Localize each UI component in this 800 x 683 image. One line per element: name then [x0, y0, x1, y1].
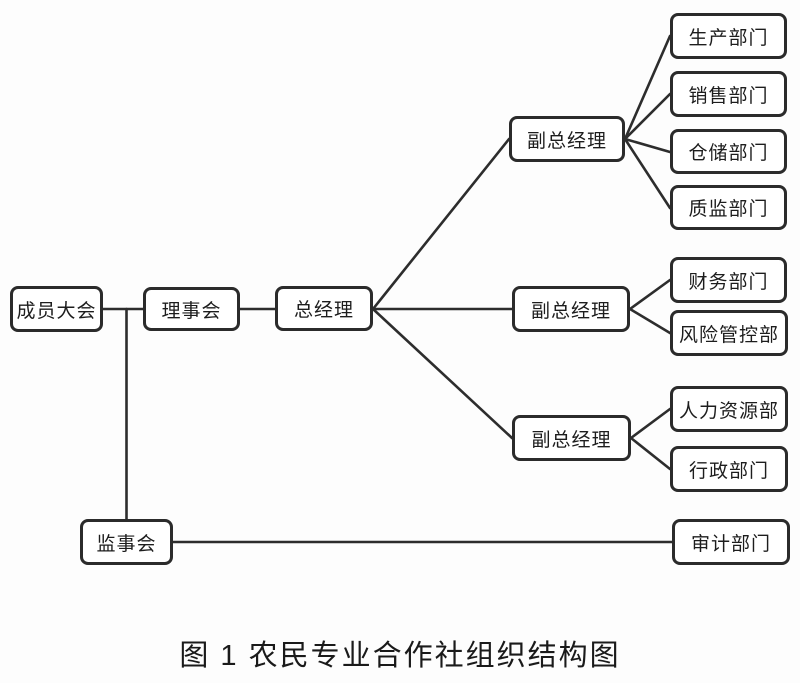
edge-dgm1-sales: [623, 92, 672, 141]
edge-gm-dgm3: [371, 307, 514, 440]
node-audit-dept: 审计部门: [672, 519, 790, 565]
edge-dgm1-production: [623, 34, 672, 141]
node-production-dept: 生产部门: [670, 13, 787, 59]
figure-caption: 图 1 农民专业合作社组织结构图: [179, 640, 621, 672]
node-deputy-gm-1: 副总经理: [509, 116, 625, 162]
edge-dgm1-warehouse: [623, 137, 672, 154]
node-warehouse-dept: 仓储部门: [670, 129, 787, 174]
node-members-assembly: 成员大会: [10, 286, 103, 332]
edge-gm-dgm1: [371, 137, 511, 311]
node-supervisory-board: 监事会: [80, 519, 173, 565]
node-hr-dept: 人力资源部: [670, 386, 788, 432]
edge-dgm3-hr: [629, 407, 672, 440]
node-admin-dept: 行政部门: [670, 446, 788, 492]
node-general-manager: 总经理: [275, 286, 373, 331]
node-deputy-gm-3: 副总经理: [512, 415, 631, 461]
node-finance-dept: 财务部门: [670, 257, 787, 303]
node-board: 理事会: [143, 287, 240, 331]
edge-dgm3-admin: [629, 436, 672, 471]
node-sales-dept: 销售部门: [670, 71, 787, 117]
edge-dgm2-risk: [628, 307, 672, 335]
node-quality-dept: 质监部门: [670, 185, 787, 230]
edge-dgm2-finance: [628, 278, 672, 311]
node-risk-control-dept: 风险管控部: [670, 310, 788, 356]
node-deputy-gm-2: 副总经理: [512, 286, 630, 332]
edge-dgm1-quality: [623, 137, 672, 210]
